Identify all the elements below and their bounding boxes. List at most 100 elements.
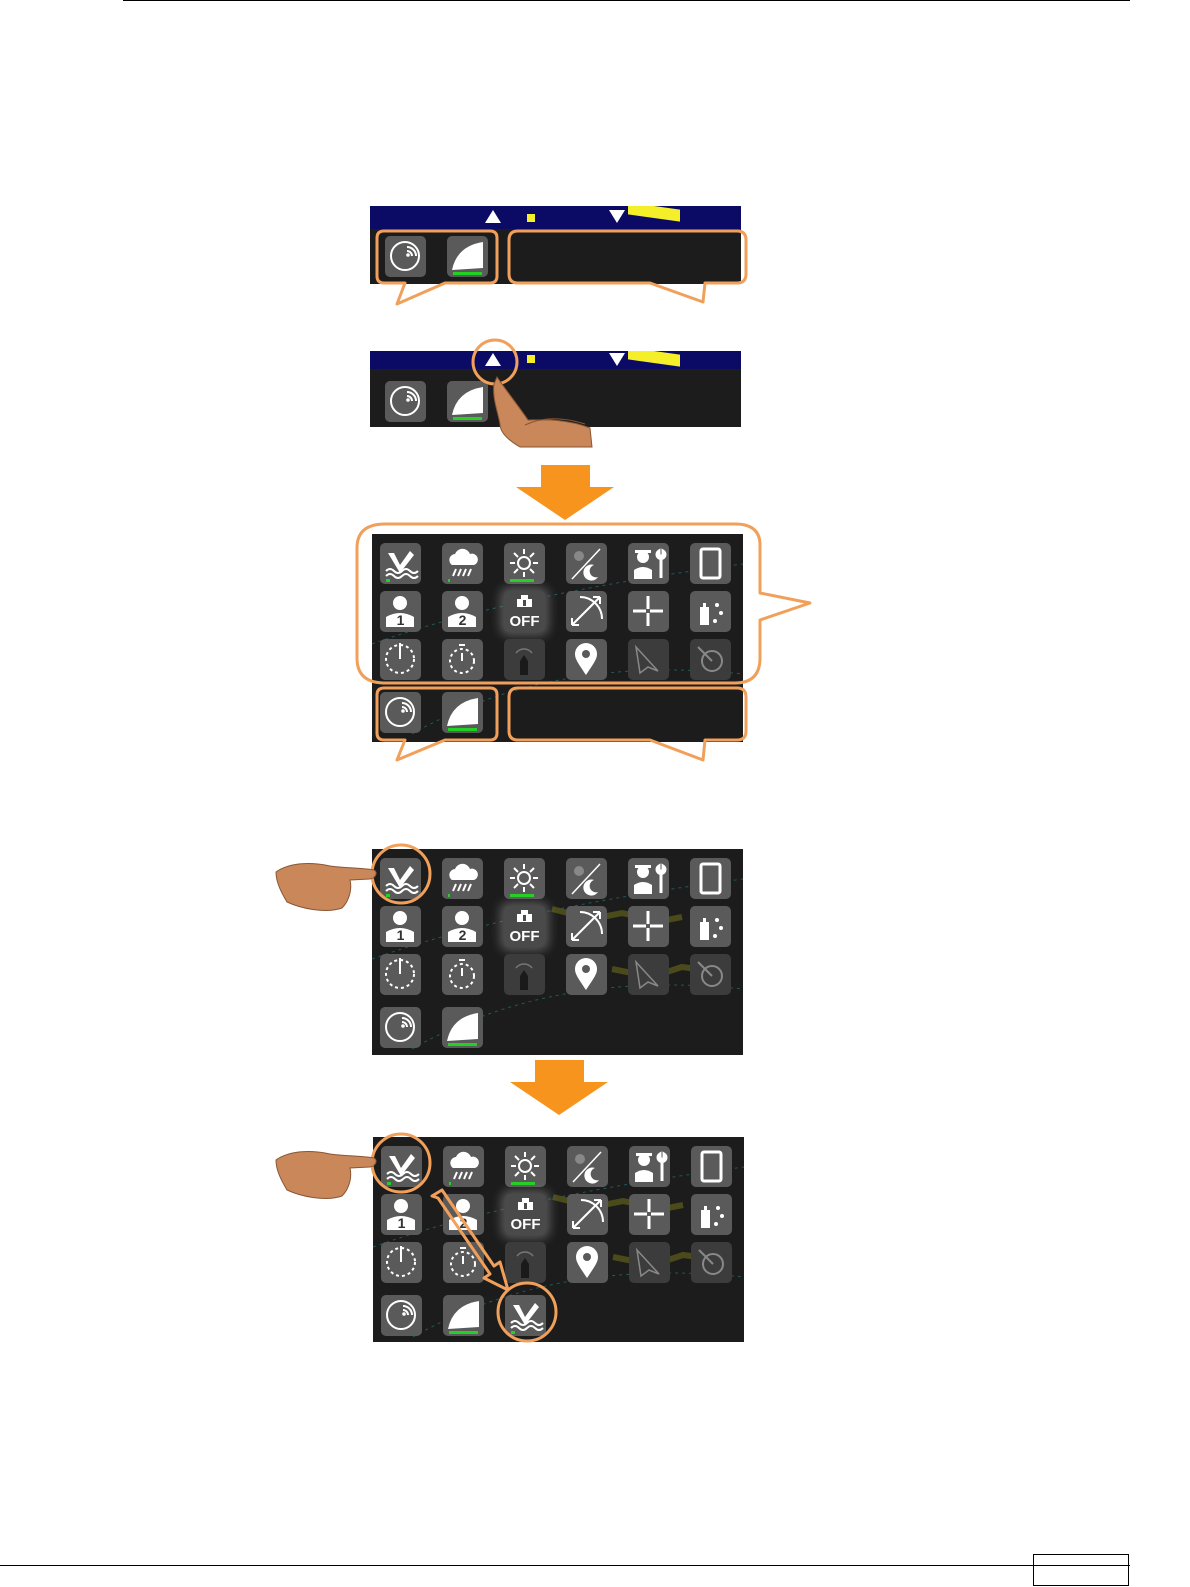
rain-clutter-button[interactable] <box>443 1146 484 1187</box>
range-rings-icon <box>566 591 607 632</box>
tablet-button[interactable] <box>690 858 731 899</box>
cursor-cross-button[interactable] <box>628 906 669 947</box>
radar-range-arcs <box>373 1137 744 1342</box>
cursor-cross-button[interactable] <box>629 1194 670 1235</box>
arrow-marker-button[interactable] <box>628 954 669 995</box>
radar-sweep-button[interactable] <box>385 381 426 422</box>
brilliance-button[interactable] <box>504 543 545 584</box>
target-tracking-button[interactable] <box>690 906 731 947</box>
own-ship-heading-button[interactable] <box>504 954 545 995</box>
map-pin-button[interactable] <box>566 639 607 680</box>
rain-clutter-icon <box>443 1146 484 1187</box>
expand-up-arrow-icon[interactable] <box>485 353 501 366</box>
maintenance-icon <box>628 543 669 584</box>
active-indicator <box>448 1043 477 1046</box>
own-ship-heading-button[interactable] <box>505 1242 546 1283</box>
brilliance-button[interactable] <box>504 858 545 899</box>
cpa-icon <box>690 954 731 995</box>
cpa-icon <box>690 639 731 680</box>
tablet-button[interactable] <box>690 543 731 584</box>
vrm-button[interactable] <box>442 639 483 680</box>
user-2-number: 2 <box>442 612 483 628</box>
map-pin-icon <box>566 954 607 995</box>
range-rings-icon <box>567 1194 608 1235</box>
header-rule <box>123 0 1130 1</box>
vrm-icon <box>442 639 483 680</box>
user-1-button[interactable]: 1 <box>381 1194 422 1235</box>
target-tracking-button[interactable] <box>690 591 731 632</box>
sea-clutter-button[interactable] <box>381 1146 422 1187</box>
sea-clutter-icon <box>505 1295 546 1336</box>
tablet-button[interactable] <box>691 1146 732 1187</box>
arrow-marker-button[interactable] <box>629 1242 670 1283</box>
cursor-cross-button[interactable] <box>628 591 669 632</box>
target-tracking-button[interactable] <box>691 1194 732 1235</box>
user-2-button[interactable]: 2 <box>442 591 483 632</box>
sea-clutter-button[interactable] <box>505 1295 546 1336</box>
own-ship-heading-button[interactable] <box>504 639 545 680</box>
off-center-button[interactable]: OFF <box>505 1194 546 1235</box>
active-indicator <box>387 1182 391 1185</box>
vrm-button[interactable] <box>442 954 483 995</box>
user-1-number: 1 <box>380 927 421 943</box>
active-indicator <box>386 579 390 582</box>
user-1-button[interactable]: 1 <box>380 906 421 947</box>
range-rings-button[interactable] <box>567 1194 608 1235</box>
radar-sweep-button[interactable] <box>380 1007 421 1048</box>
expand-up-arrow-icon[interactable] <box>485 210 501 223</box>
active-indicator <box>510 894 534 897</box>
radar-sweep-button[interactable] <box>381 1295 422 1336</box>
trail-curve-button[interactable] <box>443 1295 484 1336</box>
cpa-button[interactable] <box>691 1242 732 1283</box>
ebl-icon <box>381 1242 422 1283</box>
radar-sweep-icon <box>380 1007 421 1048</box>
collapse-down-arrow-icon[interactable] <box>609 210 625 223</box>
user-2-button[interactable]: 2 <box>442 906 483 947</box>
map-pin-button[interactable] <box>567 1242 608 1283</box>
range-rings-button[interactable] <box>566 906 607 947</box>
range-rings-button[interactable] <box>566 591 607 632</box>
brilliance-button[interactable] <box>505 1146 546 1187</box>
map-pin-button[interactable] <box>566 954 607 995</box>
own-ship-heading-icon <box>504 639 545 680</box>
arrow-marker-button[interactable] <box>628 639 669 680</box>
day-night-button[interactable] <box>566 858 607 899</box>
maintenance-button[interactable] <box>629 1146 670 1187</box>
cursor-cross-icon <box>628 591 669 632</box>
day-night-button[interactable] <box>567 1146 608 1187</box>
trail-curve-button[interactable] <box>442 1007 483 1048</box>
off-center-button[interactable]: OFF <box>504 906 545 947</box>
radar-range-arcs <box>372 849 743 1055</box>
active-indicator <box>448 894 450 897</box>
ebl-button[interactable] <box>381 1242 422 1283</box>
radar-sweep-button[interactable] <box>380 692 421 733</box>
trail-curve-button[interactable] <box>447 381 488 422</box>
rain-clutter-button[interactable] <box>442 543 483 584</box>
trail-curve-icon <box>447 236 488 277</box>
ebl-button[interactable] <box>380 954 421 995</box>
sea-clutter-button[interactable] <box>380 858 421 899</box>
vrm-button[interactable] <box>443 1242 484 1283</box>
user-1-button[interactable]: 1 <box>380 591 421 632</box>
maintenance-icon <box>628 858 669 899</box>
maintenance-button[interactable] <box>628 543 669 584</box>
trail-curve-button[interactable] <box>447 236 488 277</box>
down-arrow-1 <box>516 465 614 520</box>
page-number-box <box>1033 1554 1129 1586</box>
sea-clutter-button[interactable] <box>380 543 421 584</box>
ebl-button[interactable] <box>380 639 421 680</box>
radar-sweep-button[interactable] <box>385 236 426 277</box>
trail-curve-button[interactable] <box>442 692 483 733</box>
own-ship-heading-icon <box>505 1242 546 1283</box>
collapse-down-arrow-icon[interactable] <box>609 353 625 366</box>
day-night-button[interactable] <box>566 543 607 584</box>
off-center-button[interactable]: OFF <box>504 591 545 632</box>
rain-clutter-button[interactable] <box>442 858 483 899</box>
radar-sweep-icon <box>381 1295 422 1336</box>
user-2-button[interactable]: 2 <box>443 1194 484 1235</box>
cpa-button[interactable] <box>690 954 731 995</box>
vrm-icon <box>443 1242 484 1283</box>
user-2-number: 2 <box>442 927 483 943</box>
maintenance-button[interactable] <box>628 858 669 899</box>
cpa-button[interactable] <box>690 639 731 680</box>
